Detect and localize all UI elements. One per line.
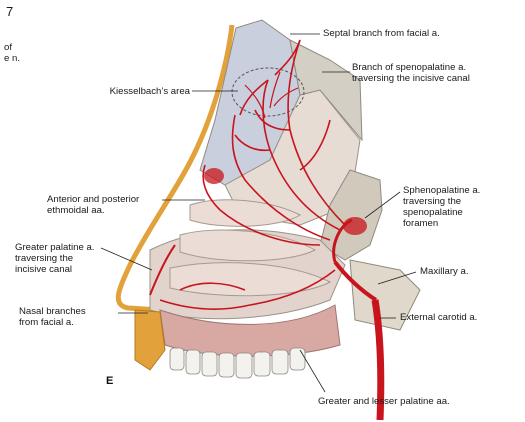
label-greater-palatine: Greater palatine a. traversing the incis…	[15, 242, 95, 275]
cut-fragment-top: 7	[6, 4, 14, 19]
sphenopalatine-foramen-marker	[343, 217, 367, 235]
label-ethmoidal: Anterior and posterior ethmoidal aa.	[47, 194, 140, 216]
kiesselbach-area-outline	[231, 67, 305, 117]
label-sphenopalatine: Sphenopalatine a. traversing the spenopa…	[403, 185, 481, 229]
panel-letter: E	[106, 375, 114, 387]
external-carotid-artery	[371, 299, 385, 421]
ethmoidal-vessel-marker	[204, 168, 224, 184]
kiesselbach-plexus	[244, 71, 299, 119]
label-kiesselbach: Kiesselbach’s area	[109, 86, 190, 97]
posterior-skull	[349, 259, 421, 331]
teeth	[169, 347, 306, 379]
turbinate-middle	[179, 229, 317, 262]
leader-lines	[100, 33, 417, 393]
septal-arterial-branches	[159, 39, 346, 310]
cut-fragment-side: of e n.	[4, 42, 21, 64]
label-septal-branch: Septal branch from facial a.	[323, 28, 440, 39]
label-greater-lesser-palatine: Greater and lesser palatine aa.	[318, 396, 450, 407]
label-sphenopalatine-incisive: Branch of spenopalatine a. traversing th…	[352, 62, 470, 84]
maxillary-artery	[333, 260, 378, 302]
incisive-canal-artery	[149, 244, 176, 296]
label-nasal-branches: Nasal branches from facial a.	[19, 306, 86, 328]
upper-lip	[134, 309, 166, 371]
label-external-carotid: External carotid a.	[400, 312, 478, 323]
turbinate-lower	[169, 262, 332, 297]
ethmoid-bone	[289, 39, 363, 142]
label-maxillary: Maxillary a.	[420, 266, 469, 277]
nose-skin-outline	[115, 24, 235, 313]
